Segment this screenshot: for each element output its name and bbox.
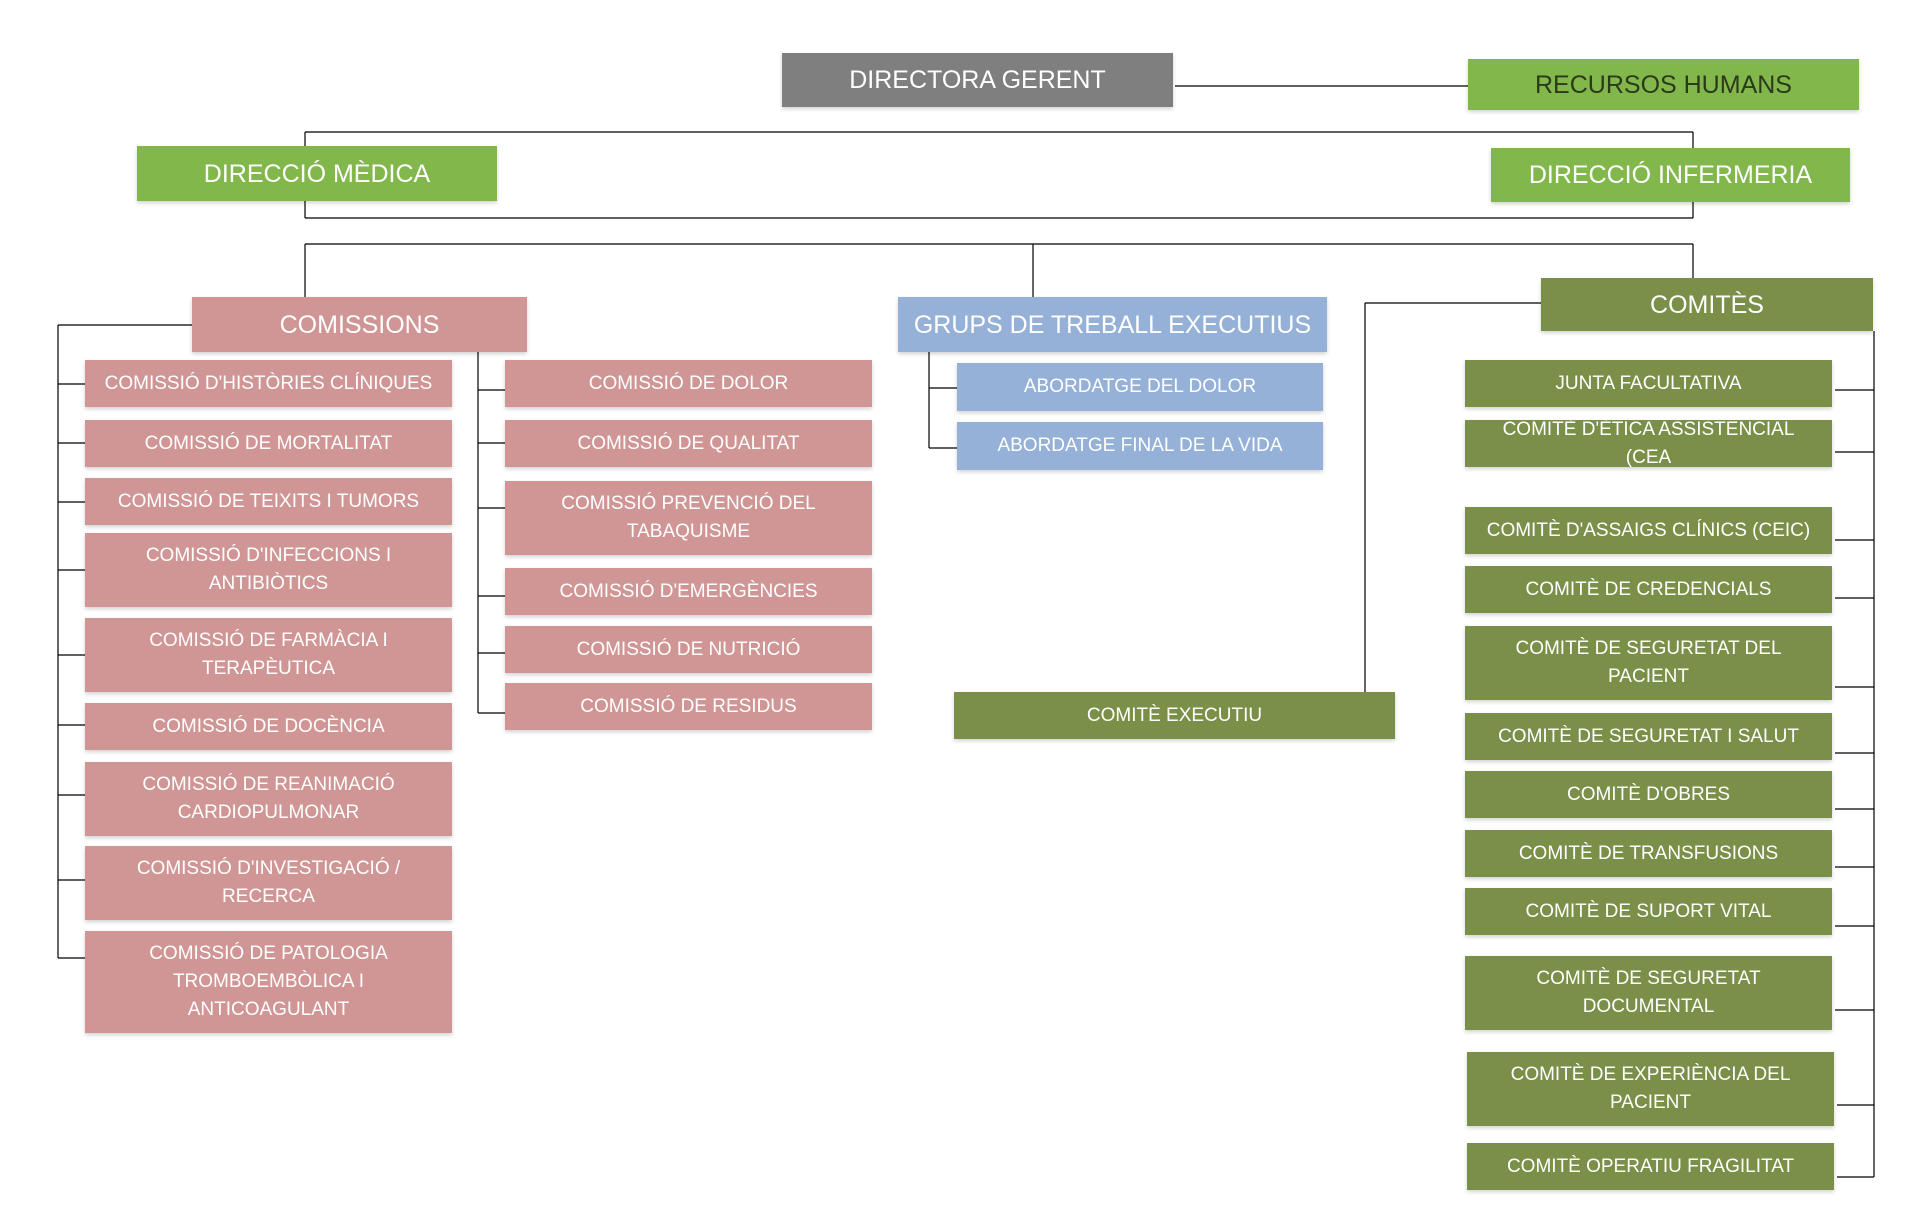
hr-box: RECURSOS HUMANS xyxy=(1468,59,1859,110)
executive-committee-box: COMITÈ EXECUTIU xyxy=(954,692,1395,739)
commission-item: COMISSIÓ D'EMERGÈNCIES xyxy=(505,568,872,615)
committee-item: COMITÈ D'ASSAIGS CLÍNICS (CEIC) xyxy=(1465,507,1832,554)
commission-item: COMISSIÓ PREVENCIÓ DEL TABAQUISME xyxy=(505,481,872,555)
committee-item: COMITÈ DE SEGURETAT DEL PACIENT xyxy=(1465,626,1832,700)
workgroup-item: ABORDATGE FINAL DE LA VIDA xyxy=(957,422,1323,470)
commission-item: COMISSIÓ DE DOLOR xyxy=(505,360,872,407)
commissions-header: COMISSIONS xyxy=(192,297,527,352)
commission-item: COMISSIÓ DE FARMÀCIA I TERAPÈUTICA xyxy=(85,618,452,692)
commission-item: COMISSIÓ DE NUTRICIÓ xyxy=(505,626,872,673)
committee-item: COMITÈ D'OBRES xyxy=(1465,771,1832,818)
nursing-direction-box: DIRECCIÓ INFERMERIA xyxy=(1491,148,1850,202)
committees-header: COMITÈS xyxy=(1541,278,1873,331)
workgroups-header: GRUPS DE TREBALL EXECUTIUS xyxy=(898,297,1327,352)
medical-direction-box: DIRECCIÓ MÈDICA xyxy=(137,146,497,201)
committee-item: COMITÈ DE SUPORT VITAL xyxy=(1465,888,1832,935)
committee-item: COMITÈ DE CREDENCIALS xyxy=(1465,566,1832,613)
commission-item: COMISSIÓ DE PATOLOGIA TROMBOEMBÒLICA I A… xyxy=(85,931,452,1033)
committee-item: JUNTA FACULTATIVA xyxy=(1465,360,1832,407)
commission-item: COMISSIÓ DE REANIMACIÓ CARDIOPULMONAR xyxy=(85,762,452,836)
committee-item: COMITÈ DE EXPERIÈNCIA DEL PACIENT xyxy=(1467,1052,1834,1126)
commission-item: COMISSIÓ DE DOCÈNCIA xyxy=(85,703,452,750)
committee-item: COMITÈ DE TRANSFUSIONS xyxy=(1465,830,1832,877)
commission-item: COMISSIÓ DE QUALITAT xyxy=(505,420,872,467)
workgroup-item: ABORDATGE DEL DOLOR xyxy=(957,363,1323,411)
committee-item: COMITÈ D'ÈTICA ASSISTENCIAL (CEA xyxy=(1465,419,1832,468)
commission-item: COMISSIÓ D'INFECCIONS I ANTIBIÒTICS xyxy=(85,533,452,607)
committee-item: COMITÈ DE SEGURETAT I SALUT xyxy=(1465,713,1832,760)
commission-item: COMISSIÓ D'HISTÒRIES CLÍNIQUES xyxy=(85,360,452,407)
commission-item: COMISSIÓ DE RESIDUS xyxy=(505,683,872,730)
commission-item: COMISSIÓ D'INVESTIGACIÓ / RECERCA xyxy=(85,846,452,920)
committee-item: COMITÈ OPERATIU FRAGILITAT xyxy=(1467,1143,1834,1190)
director-box: DIRECTORA GERENT xyxy=(782,53,1173,107)
commission-item: COMISSIÓ DE TEIXITS I TUMORS xyxy=(85,478,452,525)
commission-item: COMISSIÓ DE MORTALITAT xyxy=(85,420,452,467)
committee-item: COMITÈ DE SEGURETAT DOCUMENTAL xyxy=(1465,956,1832,1030)
